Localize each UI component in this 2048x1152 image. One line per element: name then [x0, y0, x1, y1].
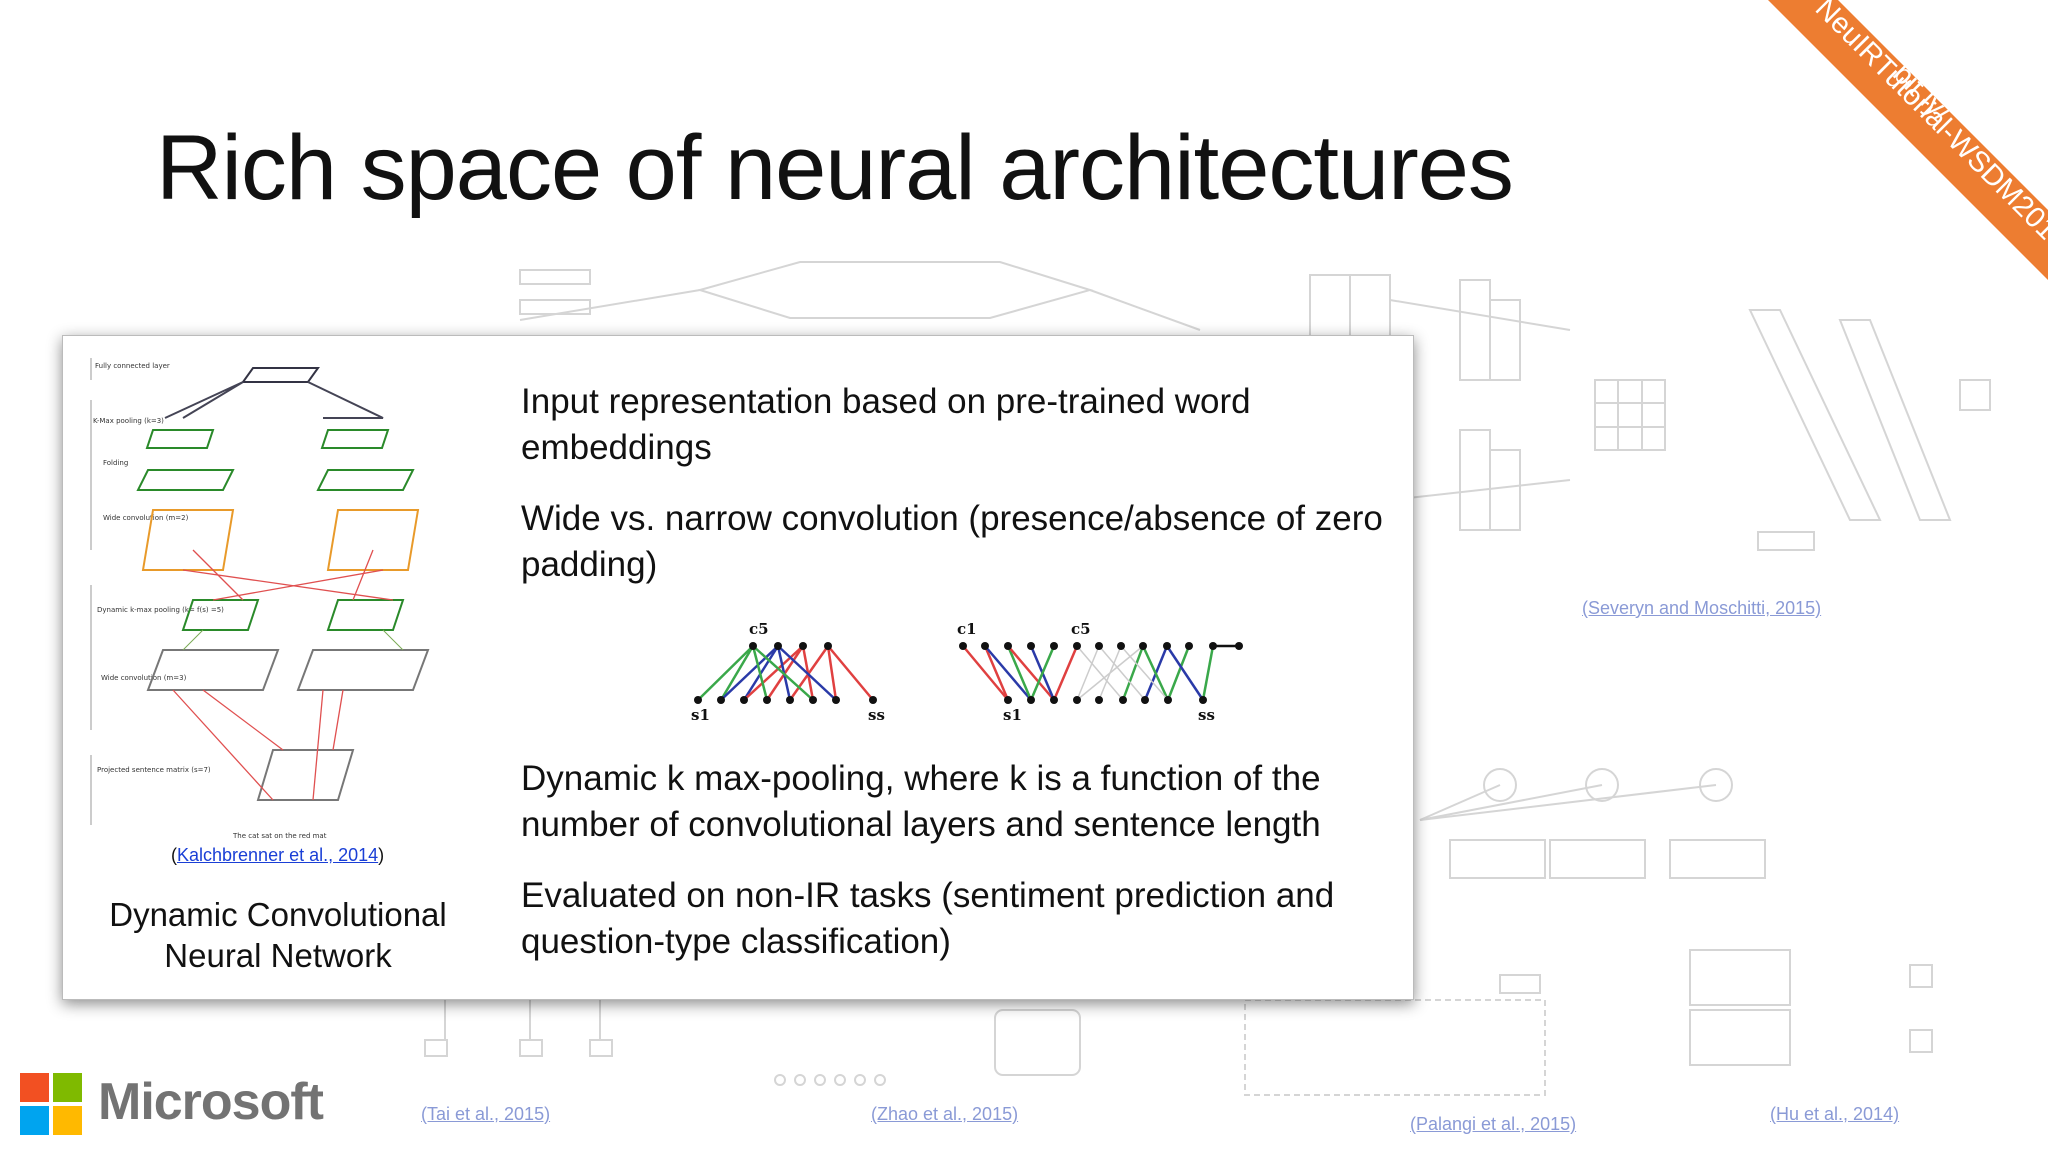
citation-link-kalchbrenner[interactable]: Kalchbrenner et al., 2014	[177, 845, 379, 865]
tutorial-link-ribbon[interactable]: bit.ly/ NeuIRTutorial-WSDM2017	[1730, 0, 2048, 286]
bullet-input-representation: Input representation based on pre-traine…	[521, 382, 1251, 467]
label-c1-wide: c1	[957, 620, 977, 638]
layer-label-folding: Folding	[103, 459, 128, 467]
label-ss-narrow: ss	[868, 706, 885, 724]
citation-open: (	[171, 845, 177, 865]
layer-label-kmax: K-Max pooling (k=3)	[93, 417, 164, 425]
dcnn-diagram: Fully connected layer K-Max pooling (k=3…	[90, 358, 430, 840]
bullet-wide-narrow: Wide vs. narrow convolution (presence/ab…	[521, 499, 1383, 584]
citation-palangi[interactable]: (Palangi et al., 2015)	[1410, 1114, 1577, 1134]
bullet-dynamic-kmax: Dynamic k max-pooling, where k is a func…	[521, 759, 1321, 844]
microsoft-wordmark: Microsoft	[98, 1073, 324, 1131]
layer-label-wide-conv2: Wide convolution (m=3)	[101, 674, 187, 682]
slide-title: Rich space of neural architectures	[156, 117, 1514, 219]
layer-label-wide-conv1: Wide convolution (m=2)	[103, 514, 189, 522]
diagram-sentence: The cat sat on the red mat	[232, 832, 327, 840]
label-c5-narrow: c5	[749, 620, 769, 638]
citation-zhao[interactable]: (Zhao et al., 2015)	[871, 1104, 1019, 1124]
narrow-wide-convolution-figure: c5 s1 ss c1 c5 s1 ss	[691, 620, 1243, 724]
citation-close: )	[378, 845, 385, 865]
label-c5-wide: c5	[1071, 620, 1091, 638]
caption-line1: Dynamic Convolutional	[109, 896, 447, 933]
dcnn-caption: Dynamic Convolutional Neural Network	[83, 894, 473, 976]
layer-label-projected: Projected sentence matrix (s=7)	[97, 766, 211, 774]
bullet-evaluation: Evaluated on non-IR tasks (sentiment pre…	[521, 876, 1335, 961]
dcnn-card: Fully connected layer K-Max pooling (k=3…	[62, 335, 1414, 1000]
kalchbrenner-citation: (Kalchbrenner et al., 2014)	[171, 845, 384, 866]
label-s1-narrow: s1	[691, 706, 710, 724]
citation-tai[interactable]: (Tai et al., 2015)	[421, 1104, 551, 1124]
label-s1-wide: s1	[1003, 706, 1022, 724]
label-ss-wide: ss	[1198, 706, 1215, 724]
microsoft-logo-icon	[20, 1073, 82, 1135]
caption-line2: Neural Network	[164, 937, 392, 974]
layer-label-fully-connected: Fully connected layer	[95, 362, 170, 370]
ribbon-shape	[1768, 0, 2048, 280]
citation-hu[interactable]: (Hu et al., 2014)	[1770, 1104, 1900, 1124]
citation-severyn[interactable]: (Severyn and Moschitti, 2015)	[1582, 598, 1822, 618]
layer-label-dynamic-kmax: Dynamic k-max pooling (k= f(s) =5)	[97, 606, 224, 614]
